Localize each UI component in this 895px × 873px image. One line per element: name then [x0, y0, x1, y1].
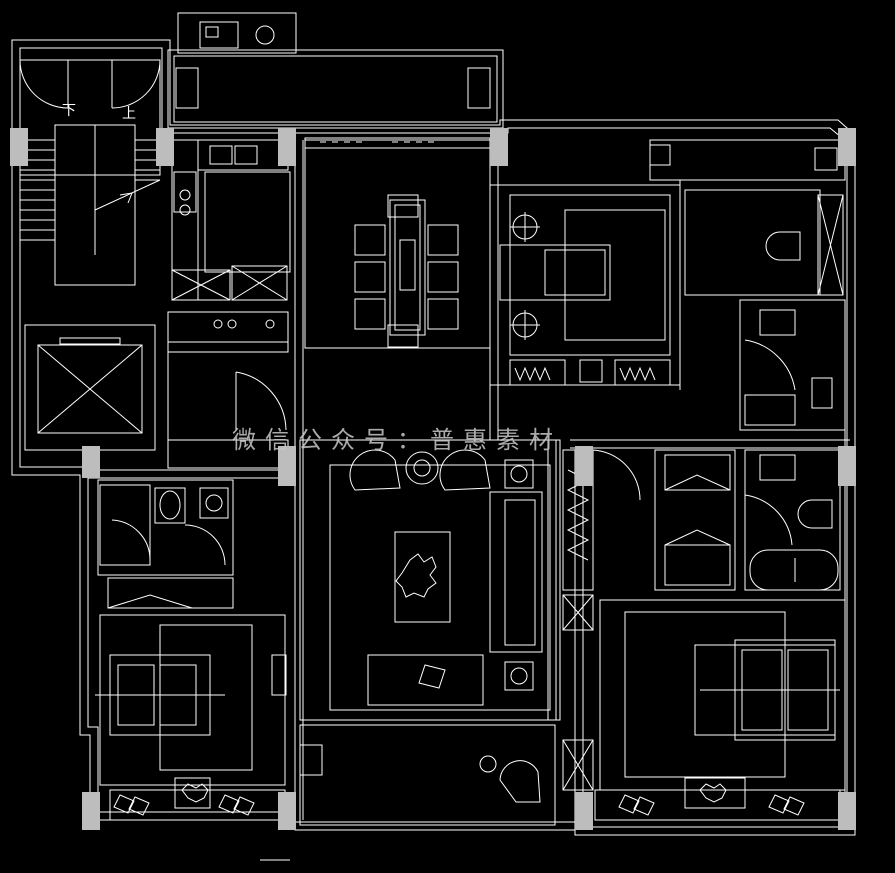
stair-down-label: 下 — [62, 103, 76, 119]
watermark-text: 微信公众号：普惠素材 — [232, 426, 562, 454]
interior-walls — [88, 140, 850, 861]
dining-area — [304, 137, 491, 349]
living-room — [299, 439, 561, 721]
stairwell — [19, 59, 161, 451]
top-balcony — [167, 12, 504, 129]
kitchen — [167, 139, 291, 469]
study-room — [489, 184, 681, 386]
bottom-balcony — [109, 724, 841, 826]
master-bedroom — [599, 599, 846, 809]
structural-columns — [10, 128, 856, 830]
master-bath-upper — [649, 139, 846, 431]
left-bedroom — [95, 577, 287, 809]
bathroom-lower-right — [654, 449, 841, 591]
stair-up-label: 上 — [122, 106, 136, 122]
left-bathroom — [97, 479, 234, 576]
